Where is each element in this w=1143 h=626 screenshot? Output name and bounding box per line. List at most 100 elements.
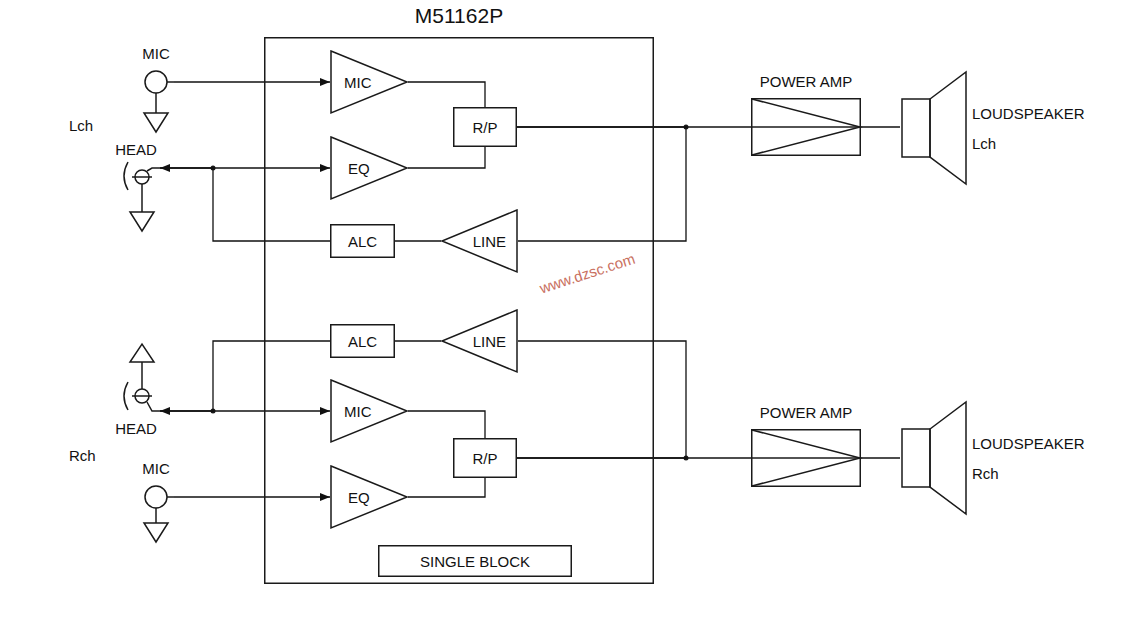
block-label: LOUDSPEAKER: [972, 435, 1085, 452]
shape-outline: [264, 37, 654, 584]
outline-group: [379, 546, 572, 577]
outline-group: [752, 430, 861, 487]
amp-triangle: [752, 430, 860, 486]
ground-symbol: [144, 113, 168, 132]
head-wire: [147, 168, 160, 171]
signal-wire: [408, 82, 485, 107]
amplifier-outline: [331, 380, 407, 442]
amplifier-triangle: MIC: [330, 379, 408, 443]
outline-group: [902, 402, 966, 514]
amp-triangle: [752, 99, 860, 155]
speaker-magnet: [902, 429, 930, 487]
signal-wire: [408, 478, 485, 497]
speaker-cone: [930, 72, 966, 184]
amplifier-triangle: EQ: [330, 136, 408, 200]
outline-group: [145, 486, 174, 508]
block-label: SINGLE BLOCK: [420, 553, 530, 570]
block-label: ALC: [348, 333, 377, 350]
box-outline: [331, 225, 395, 258]
microphone-circle: [145, 71, 167, 93]
box-outline: [454, 108, 517, 147]
ground-wire: [155, 93, 157, 113]
amplifier-outline: [442, 210, 517, 272]
tape-head-symbol: HEAD: [112, 380, 160, 437]
signal-wire: [395, 340, 441, 341]
outline-group: [442, 310, 517, 372]
outline-group: [752, 99, 861, 156]
amplifier-outline: [331, 466, 407, 528]
channel-label: Lch: [69, 117, 93, 134]
block-label: LINE: [473, 233, 506, 250]
function-box: ALC: [330, 224, 395, 258]
block-label: MIC: [142, 45, 170, 62]
block-label: R/P: [472, 119, 497, 136]
ground-symbol: [144, 523, 168, 542]
outline-group: [454, 439, 517, 478]
shape-outline: [900, 400, 1096, 516]
amplifier-outline: [331, 51, 407, 113]
block-label: MIC: [344, 403, 372, 420]
amp-midline: [752, 126, 860, 128]
amplifier-triangle: MIC: [330, 50, 408, 114]
speaker-magnet: [902, 99, 930, 157]
supply-wire: [141, 362, 143, 389]
ground-symbol: [130, 212, 154, 231]
block-label: EQ: [348, 160, 370, 177]
outline-group: [124, 162, 160, 190]
outline-group: [265, 38, 654, 584]
head-wire: [147, 402, 160, 411]
junction-dots: [211, 125, 689, 461]
microphone-symbol: MIC: [138, 460, 174, 510]
block-label: HEAD: [115, 141, 157, 158]
microphone-wire: [167, 496, 174, 498]
signal-wire: [395, 240, 441, 241]
block-label: MIC: [344, 74, 372, 91]
amp-midline: [752, 457, 860, 459]
speaker-cone: [930, 402, 966, 514]
supply-symbol: [130, 344, 154, 362]
signal-wire: [408, 411, 485, 438]
amplifier-triangle: LINE: [441, 209, 518, 273]
outline-group: [331, 380, 407, 442]
shape-outline: [900, 70, 1096, 186]
outline-group: [145, 71, 174, 93]
signal-wire: [160, 341, 330, 411]
function-box: ALC: [330, 324, 395, 358]
block-label: HEAD: [115, 420, 157, 437]
channel-label: Rch: [69, 447, 96, 464]
amplifier-triangle: EQ: [330, 465, 408, 529]
head-gap: [132, 395, 152, 397]
amplifier-outline: [331, 137, 407, 199]
ic-package: M51162PMICR/PEQALCLINEALCLINEMICR/PEQSIN…: [264, 37, 654, 584]
block-label: LINE: [473, 333, 506, 350]
outline-group: [331, 137, 407, 199]
signal-wire: [160, 168, 330, 241]
outline-group: [124, 382, 160, 411]
power-amp-box: POWER AMP: [751, 73, 861, 156]
box-outline: [454, 439, 517, 478]
chip-name: M51162P: [264, 4, 654, 28]
block-label: ALC: [348, 233, 377, 250]
signal-wire: [517, 127, 686, 241]
amplifier-outline: [442, 310, 517, 372]
outline-group: [442, 210, 517, 272]
block-label: Lch: [972, 135, 996, 152]
power-amp-box: POWER AMP: [751, 404, 861, 487]
block-label: Rch: [972, 465, 999, 482]
ground-wire: [141, 184, 143, 212]
outline-group: [331, 466, 407, 528]
signal-wire: [861, 126, 900, 127]
block-label: POWER AMP: [760, 404, 853, 421]
block-label: POWER AMP: [760, 73, 853, 90]
tape-head-symbol: HEAD: [112, 141, 160, 191]
signal-wire: [861, 457, 900, 458]
outline-group: [902, 72, 966, 184]
box-outline: [331, 325, 395, 358]
amp-outline: [752, 99, 861, 156]
function-box: R/P: [453, 107, 517, 147]
function-box: SINGLE BLOCK: [378, 545, 572, 577]
signal-wire: [174, 496, 330, 497]
outline-group: [331, 51, 407, 113]
